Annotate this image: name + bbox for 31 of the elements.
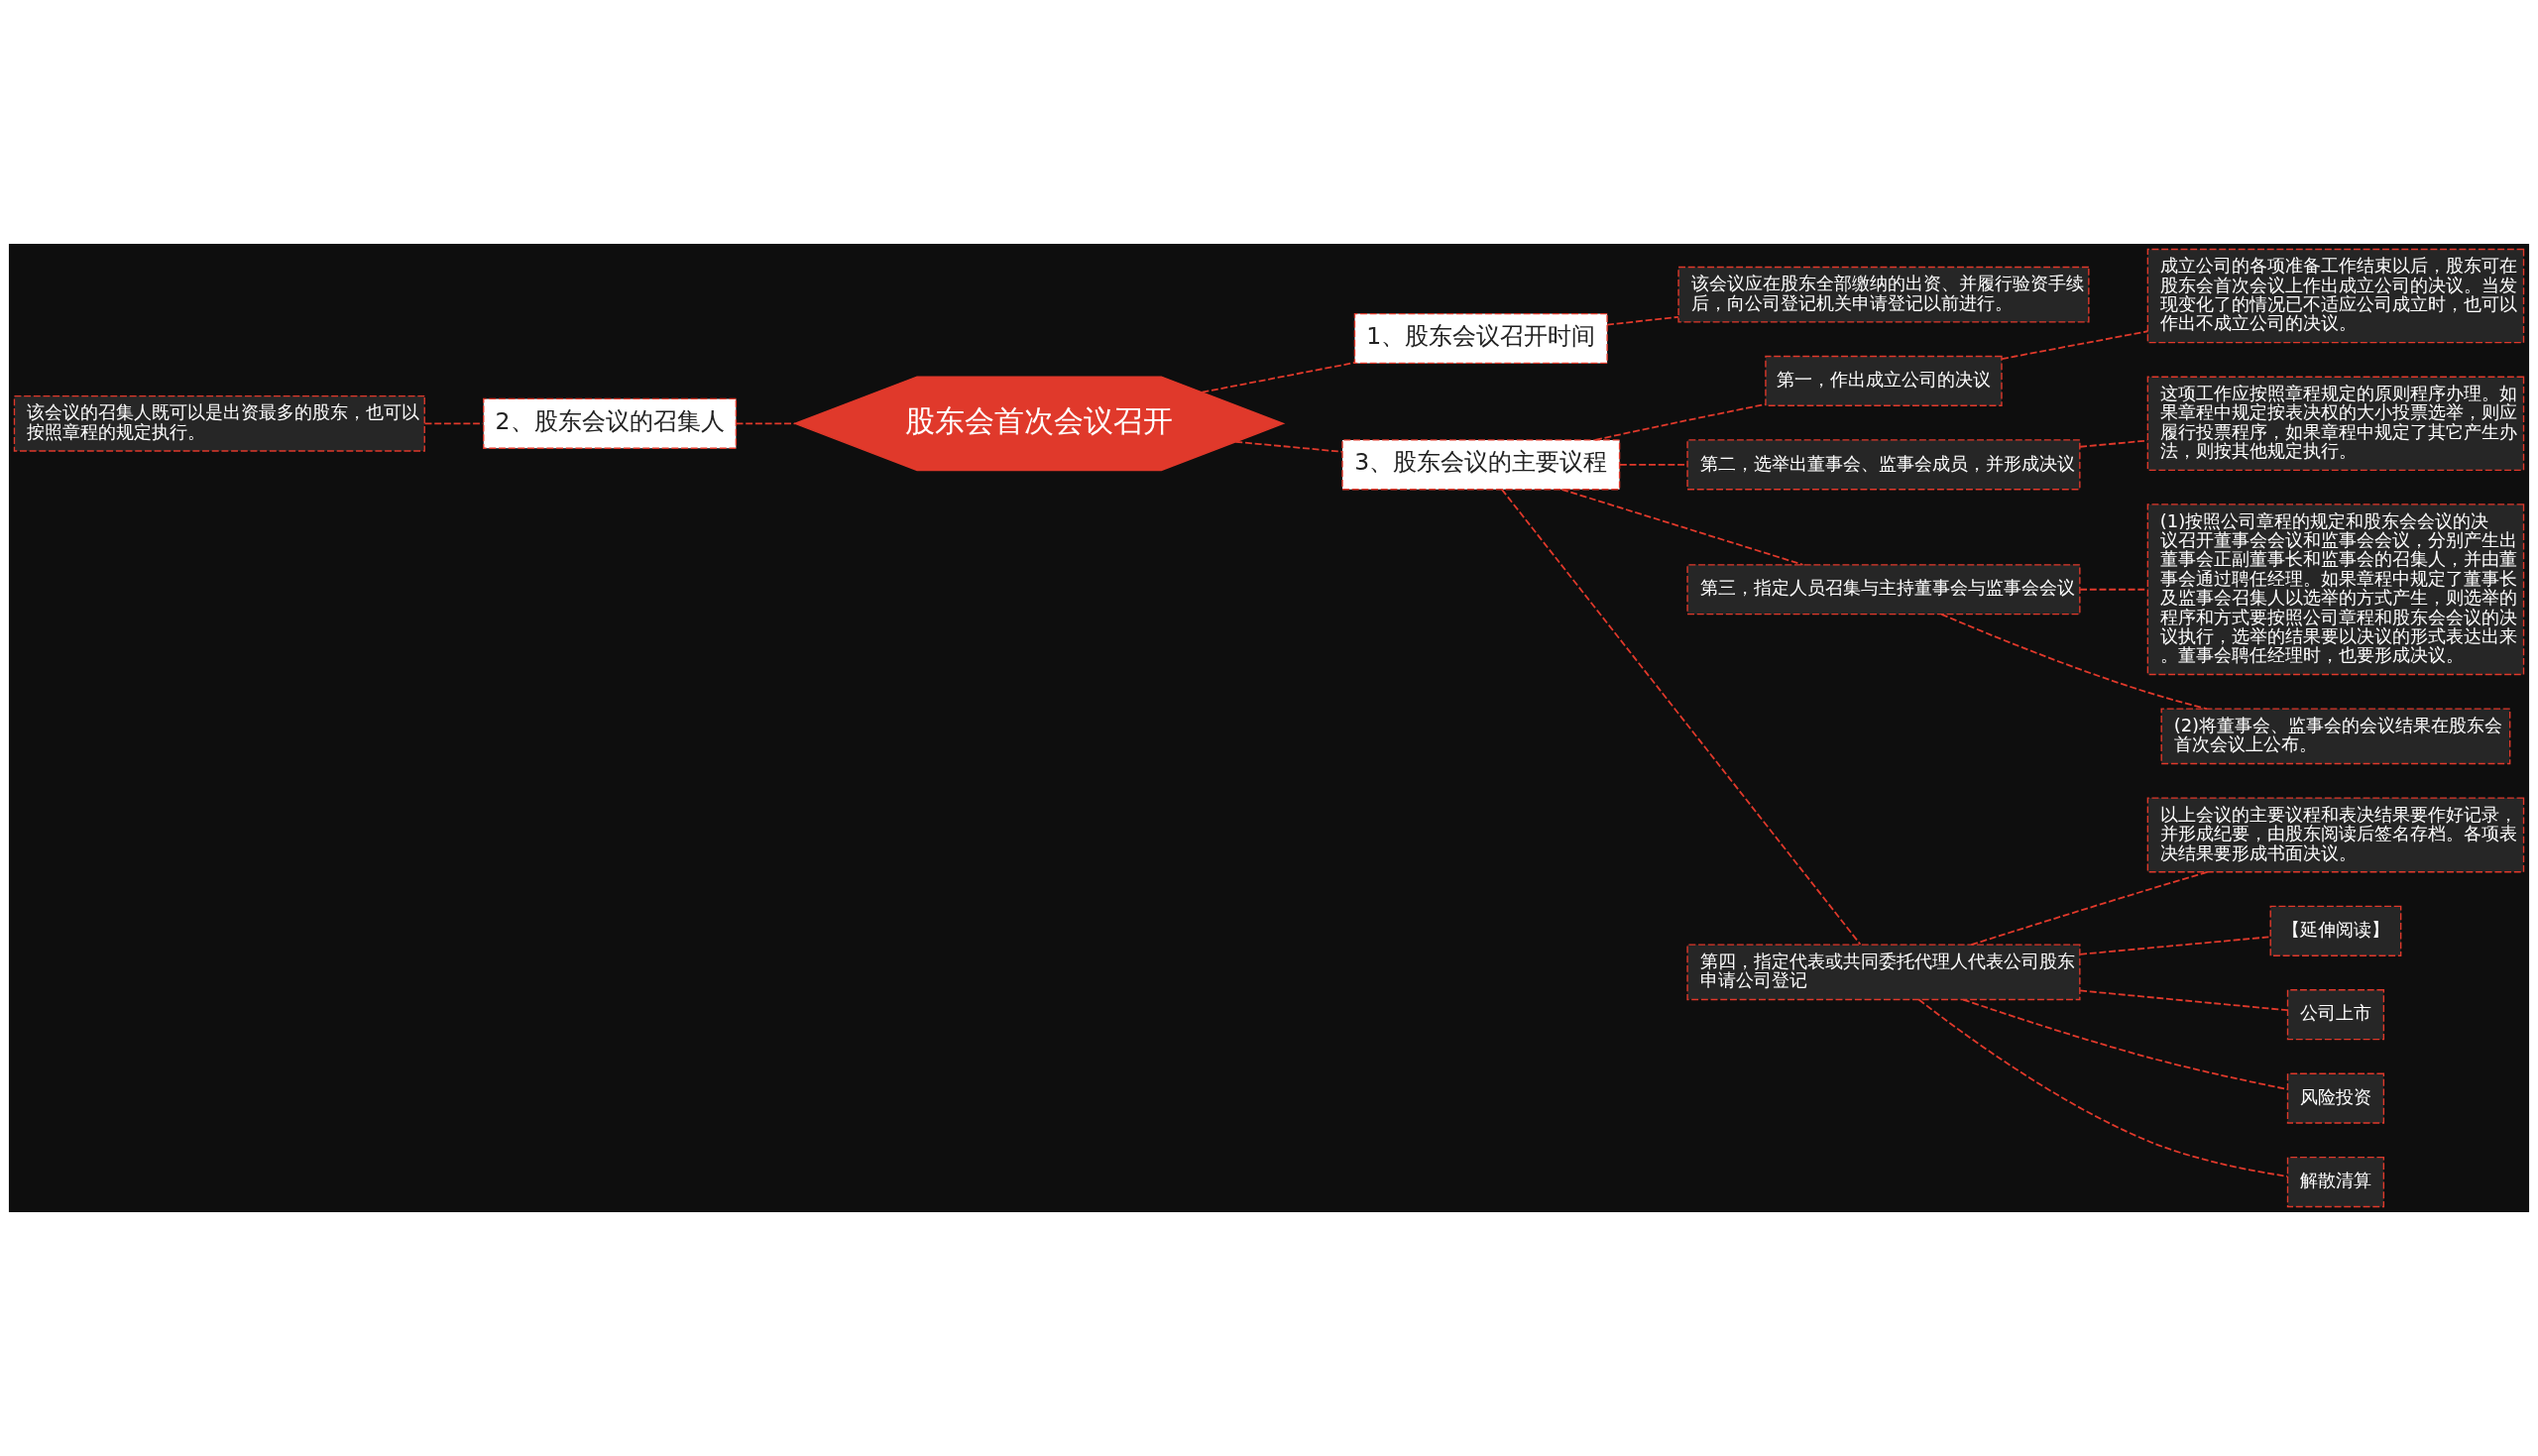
node-box: 1、股东会议召开时间 <box>1353 312 1608 365</box>
connector <box>1962 998 2289 1090</box>
connector <box>1560 488 1804 566</box>
node-box: 以上会议的主要议程和表决结果要作好记录，并形成纪要，由股东阅读后签名存档。各项表决结果要形成书面决议。 <box>2146 797 2525 873</box>
connector <box>2001 330 2149 360</box>
connector <box>1201 362 1356 393</box>
node-box: 该会议应在股东全部缴纳的出资、并履行验资手续后，向公司登记机关申请登记以前进行。 <box>1677 266 2090 323</box>
connector <box>1501 488 1862 946</box>
node-box: 解散清算 <box>2286 1156 2385 1208</box>
node-box: 这项工作应按照章程规定的原则程序办理。如果章程中规定按表决权的大小投票选举，则应履行投票程序，如果章程中规定了其它产生办法，则按其他规定执行。 <box>2146 376 2525 472</box>
node-box: 2、股东会议的召集人 <box>483 397 738 449</box>
node-box: (1)按照公司章程的规定和股东会会议的决议召开董事会会议和监事会会议，分别产生出董事会正副董事长和监事会的召集人，并由董事会通过聘任经理。如果章程中规定了董事长及监事会召集人以选举的方式产生，则选举的程序和方式要按照公司章程和股东会会议的决议执行，选举的结果要以决议的形式表达出来。董事会聘任经理时，也要形成决议。 <box>2146 504 2525 676</box>
connector <box>1970 870 2209 947</box>
connector <box>1234 440 1343 453</box>
node-box: 成立公司的各项准备工作结束以后，股东可在股东会首次会议上作出成立公司的决议。当发现变化了的情况已不适应公司成立时，也可以作出不成立公司的决议。 <box>2146 248 2525 344</box>
node-box: 【延伸阅读】 <box>2269 905 2402 956</box>
node-box: 该会议的召集人既可以是出资最多的股东，也可以按照章程的规定执行。 <box>13 394 425 452</box>
node-box: 第四，指定代表或共同委托代理人代表公司股东申请公司登记 <box>1686 944 2081 1001</box>
node-box: 第三，指定人员召集与主持董事会与监事会会议 <box>1686 564 2081 616</box>
connector <box>1606 315 1679 326</box>
connector <box>735 422 796 425</box>
connector <box>1917 998 2289 1177</box>
connector <box>2079 989 2288 1012</box>
node-box: 风险投资 <box>2286 1072 2385 1124</box>
connector <box>2079 936 2271 955</box>
node-box: (2)将董事会、监事会的会议结果在股东会首次会议上公布。 <box>2160 708 2511 765</box>
node-box: 3、股东会议的主要议程 <box>1341 439 1621 491</box>
node-box: 第二，选举出董事会、监事会成员，并形成决议 <box>1686 439 2081 491</box>
node-box: 公司上市 <box>2286 989 2385 1041</box>
node-box: 第一，作出成立公司的决议 <box>1765 355 2003 406</box>
connector <box>1594 403 1767 441</box>
